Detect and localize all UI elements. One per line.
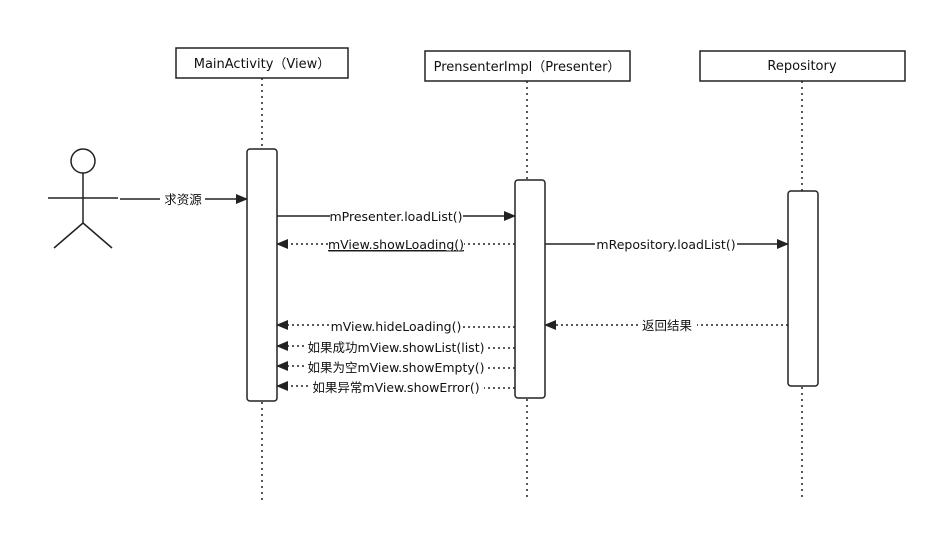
activation-repository xyxy=(787,190,819,387)
message-label: mRepository.loadList() xyxy=(596,237,735,252)
message-label: 返回结果 xyxy=(642,318,693,333)
participant-label: MainActivity（View） xyxy=(194,57,331,72)
participant-label: Repository xyxy=(767,59,836,74)
message-label: 如果异常mView.showError() xyxy=(312,380,479,395)
participant-presenter-impl: PrensenterImpl（Presenter） xyxy=(424,50,631,82)
message-label: 如果为空mView.showEmpty() xyxy=(307,360,484,375)
message-load-list: mPresenter.loadList() xyxy=(277,209,516,224)
message-return-result: 返回结果 xyxy=(544,318,788,333)
message-label: 求资源 xyxy=(164,192,202,207)
activation-presenter-impl xyxy=(514,179,546,399)
participant-label: PrensenterImpl（Presenter） xyxy=(434,60,621,75)
actor-user xyxy=(48,148,118,249)
message-repository-load-list: mRepository.loadList() xyxy=(545,237,789,252)
message-label: mPresenter.loadList() xyxy=(329,209,462,224)
message-request: 求资源 xyxy=(120,192,248,207)
participant-repository: Repository xyxy=(699,50,906,82)
participant-main-activity: MainActivity（View） xyxy=(175,47,349,79)
message-label: mView.showLoading() xyxy=(328,237,464,252)
message-show-empty: 如果为空mView.showEmpty() xyxy=(276,360,515,375)
message-label: mView.hideLoading() xyxy=(331,319,462,334)
message-show-error: 如果异常mView.showError() xyxy=(276,380,515,395)
activation-main-activity xyxy=(246,148,278,402)
message-show-list: 如果成功mView.showList(list) xyxy=(276,340,515,355)
message-show-loading: mView.showLoading() xyxy=(276,237,515,252)
message-label: 如果成功mView.showList(list) xyxy=(308,340,485,355)
message-hide-loading: mView.hideLoading() xyxy=(276,319,515,334)
